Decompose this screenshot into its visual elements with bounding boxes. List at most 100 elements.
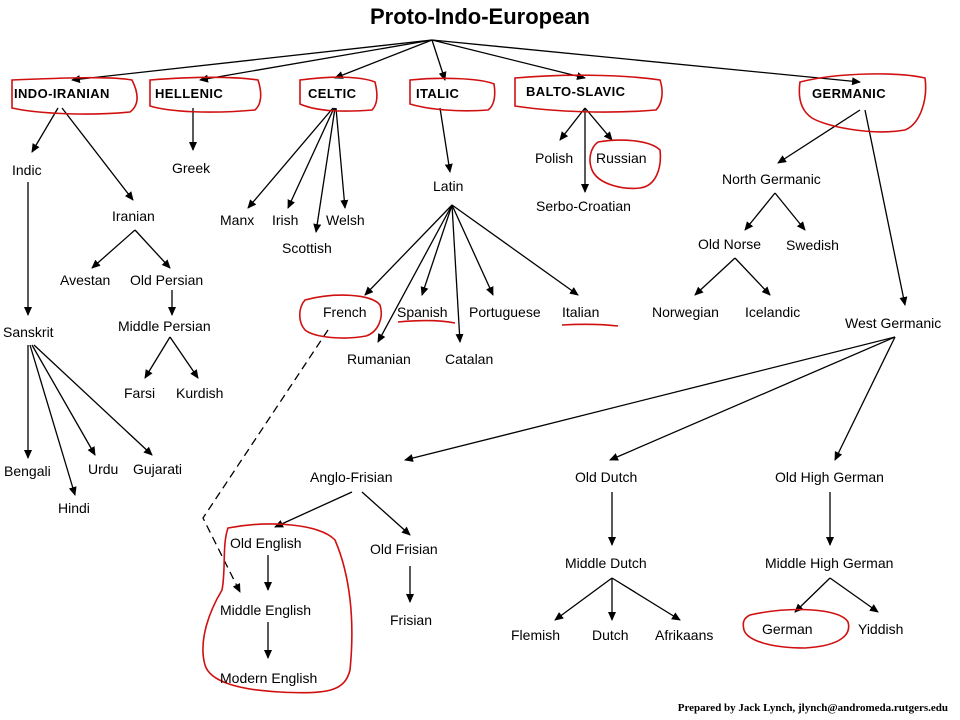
edge-pie-celtic <box>334 39 433 79</box>
edge-latin-catalan <box>451 204 464 343</box>
diagram-title: Proto-Indo-European <box>370 4 590 29</box>
edge-north-germanic-swedish <box>774 192 806 231</box>
node-welsh: Welsh <box>326 212 365 228</box>
red-annotations <box>11 73 927 694</box>
node-icelandic: Icelandic <box>745 304 801 320</box>
edge-middle-dutch-flemish <box>554 577 613 621</box>
edge-sanskrit-urdu <box>31 344 96 456</box>
edge-middle-dutch-afrikaans <box>611 577 681 621</box>
edge-latin-french <box>364 204 453 296</box>
highlight-french <box>298 294 382 339</box>
node-hindi: Hindi <box>58 500 90 516</box>
edge-celtic-manx <box>247 107 334 209</box>
node-italian: Italian <box>562 304 600 320</box>
edge-french-middle-english-dashed <box>202 329 329 593</box>
node-frisian: Frisian <box>390 612 433 628</box>
node-iranian: Iranian <box>112 208 155 224</box>
node-middle-persian: Middle Persian <box>118 318 211 334</box>
edge-latin-italian <box>451 204 579 296</box>
edge-anglo-frisian-old-english <box>274 491 353 528</box>
edge-iranian-avestan <box>91 229 136 269</box>
node-scottish: Scottish <box>282 240 332 256</box>
node-anglo-frisian: Anglo-Frisian <box>310 469 393 485</box>
node-flemish: Flemish <box>511 627 561 643</box>
node-manx: Manx <box>220 212 255 228</box>
node-middle-english: Middle English <box>220 602 312 618</box>
edge-latin-portuguese <box>451 204 494 296</box>
edge-italic-latin <box>439 107 453 173</box>
edge-pie-balto-slavic <box>431 39 586 80</box>
edge-germanic-north-germanic <box>777 109 861 164</box>
underline-italian <box>561 323 619 327</box>
branch-italic: ITALIC <box>416 86 460 101</box>
edge-pie-germanic <box>431 39 861 86</box>
edge-celtic-irish <box>287 107 335 209</box>
node-urdu: Urdu <box>88 461 119 477</box>
edge-sanskrit-gujarati <box>33 344 153 456</box>
node-old-english: Old English <box>230 535 302 551</box>
node-german: German <box>762 621 813 637</box>
node-modern-english: Modern English <box>220 670 318 686</box>
highlight-hellenic <box>149 76 262 113</box>
node-yiddish: Yiddish <box>858 621 904 637</box>
node-bengali: Bengali <box>4 463 51 479</box>
edge-latin-spanish <box>420 204 453 296</box>
edge-celtic-scottish <box>313 107 336 233</box>
node-portuguese: Portuguese <box>469 304 541 320</box>
edge-middle-persian-kurdish <box>169 336 199 379</box>
edge-pie-hellenic <box>199 39 433 83</box>
node-west-germanic: West Germanic <box>845 315 942 331</box>
node-sanskrit: Sanskrit <box>3 324 54 340</box>
node-swedish: Swedish <box>786 237 839 253</box>
edge-anglo-frisian-old-frisian <box>361 491 411 536</box>
edge-old-norse-norwegian <box>694 257 736 296</box>
node-irish: Irish <box>272 212 299 228</box>
branch-balto-slavic: BALTO-SLAVIC <box>526 84 626 99</box>
node-old-norse: Old Norse <box>698 236 762 252</box>
edge-balto-slavic-russian <box>584 107 613 141</box>
node-farsi: Farsi <box>124 385 156 401</box>
highlight-germanic <box>798 73 927 133</box>
highlight-russian <box>589 139 662 190</box>
edge-latin-rumanian <box>377 204 453 343</box>
highlight-german <box>742 608 850 649</box>
edge-middle-high-german-yiddish <box>829 577 879 613</box>
edge-indo-iranian-indic <box>31 107 59 153</box>
edge-iranian-old-persian <box>134 229 171 269</box>
highlight-italic <box>409 77 496 112</box>
node-russian: Russian <box>596 150 647 166</box>
node-old-persian: Old Persian <box>130 272 204 288</box>
highlight-english-lineage <box>202 523 353 694</box>
node-norwegian: Norwegian <box>652 304 719 320</box>
edge-west-germanic-old-high-german <box>834 336 896 461</box>
edge-pie-indo-iranian <box>71 39 433 84</box>
highlight-balto-slavic <box>514 74 663 113</box>
branch-germanic: GERMANIC <box>812 86 886 101</box>
node-middle-dutch: Middle Dutch <box>565 555 647 571</box>
node-dutch: Dutch <box>592 627 629 643</box>
edge-balto-slavic-polish <box>559 107 586 141</box>
node-north-germanic: North Germanic <box>722 171 821 187</box>
edge-sanskrit-hindi <box>29 344 77 496</box>
edge-germanic-west-germanic <box>864 109 908 306</box>
branch-hellenic: HELLENIC <box>155 86 224 101</box>
edge-pie-italic <box>431 39 447 81</box>
node-polish: Polish <box>535 150 574 166</box>
node-gujarati: Gujarati <box>133 461 183 477</box>
edge-west-germanic-old-dutch <box>609 336 896 461</box>
edge-north-germanic-old-norse <box>744 192 776 231</box>
node-greek: Greek <box>172 160 211 176</box>
highlight-celtic <box>299 76 378 112</box>
node-latin: Latin <box>433 178 464 194</box>
edge-indo-iranian-iranian <box>61 107 134 201</box>
node-avestan: Avestan <box>60 272 111 288</box>
branch-celtic: CELTIC <box>308 86 357 101</box>
node-middle-high-german: Middle High German <box>765 555 894 571</box>
edge-middle-persian-farsi <box>144 336 171 379</box>
branch-indo-iranian: INDO-IRANIAN <box>14 86 110 101</box>
node-old-dutch: Old Dutch <box>575 469 638 485</box>
node-spanish: Spanish <box>397 304 448 320</box>
node-kurdish: Kurdish <box>176 385 224 401</box>
credit-line: Prepared by Jack Lynch, jlynch@andromeda… <box>677 702 948 714</box>
